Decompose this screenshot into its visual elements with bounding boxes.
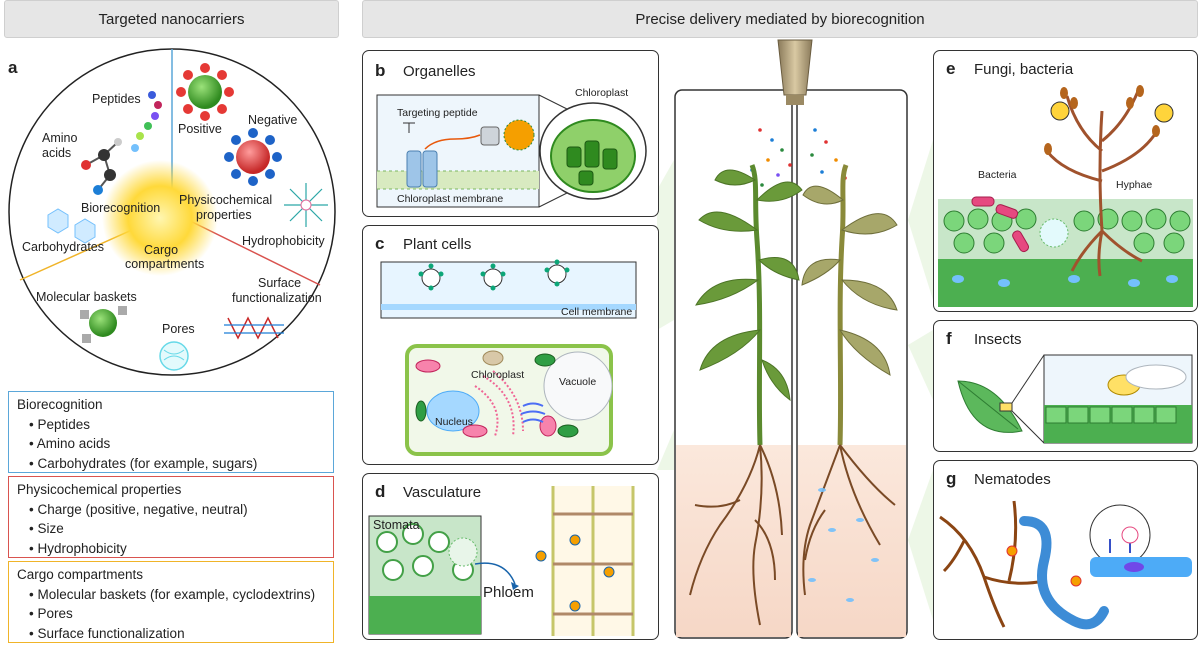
panel-e-fungi-bacteria: e Fungi, bacteria Bacteria Hyphae bbox=[933, 50, 1198, 312]
label-chloroplast-b: Chloroplast bbox=[575, 87, 629, 99]
label-molecular-baskets: Molecular baskets bbox=[36, 290, 137, 304]
label-chloroplast-membrane: Chloroplast membrane bbox=[397, 193, 504, 205]
panel-g-graphics bbox=[939, 500, 1192, 630]
panel-d-title: Vasculature bbox=[403, 484, 482, 501]
label-chloroplast-c: Chloroplast bbox=[471, 369, 525, 381]
header-targeted-nanocarriers: Targeted nanocarriers bbox=[4, 0, 339, 38]
legend-phys-item: • Charge (positive, negative, neutral) bbox=[29, 501, 248, 517]
label-nucleus: Nucleus bbox=[435, 416, 473, 428]
label-positive: Positive bbox=[178, 122, 222, 136]
label-acids: acids bbox=[42, 146, 72, 160]
header-precise-delivery: Precise delivery mediated by biorecognit… bbox=[362, 0, 1198, 38]
legend-bio-item: • Amino acids bbox=[29, 436, 111, 451]
panel-a-label: a bbox=[8, 58, 18, 77]
panel-d-label: d bbox=[375, 482, 386, 501]
panel-c-graphics bbox=[380, 259, 637, 456]
label-functionalization: functionalization bbox=[232, 291, 322, 305]
legend-physicochemical: Physicochemical properties • Charge (pos… bbox=[8, 476, 334, 558]
label-peptides: Peptides bbox=[92, 92, 141, 106]
label-biorecognition: Biorecognition bbox=[81, 201, 161, 215]
label-vacuole: Vacuole bbox=[559, 376, 597, 388]
label-phloem: Phloem bbox=[483, 584, 534, 601]
panel-g-label: g bbox=[946, 469, 957, 488]
legend-cargo-item: • Pores bbox=[29, 606, 73, 621]
panel-e-label: e bbox=[946, 59, 956, 78]
label-carbohydrates: Carbohydrates bbox=[22, 240, 104, 254]
legend-bio-item: • Carbohydrates (for example, sugars) bbox=[29, 455, 258, 471]
panel-e-title: Fungi, bacteria bbox=[974, 61, 1074, 78]
legend-bio-title: Biorecognition bbox=[17, 397, 103, 412]
panel-g-nematodes: g Nematodes bbox=[933, 460, 1198, 640]
panel-c-plant-cells: c Plant cells Cell membrane Chloroplast … bbox=[362, 225, 659, 465]
label-properties: properties bbox=[196, 208, 252, 222]
legend-cargo-title: Cargo compartments bbox=[17, 567, 144, 582]
legend-biorecognition: Biorecognition • Peptides • Amino acids … bbox=[8, 391, 334, 473]
panel-f-graphics bbox=[957, 354, 1193, 444]
panel-b-label: b bbox=[375, 61, 386, 80]
label-hyphae: Hyphae bbox=[1116, 179, 1153, 191]
legend-phys-item: • Size bbox=[29, 521, 64, 536]
label-pores: Pores bbox=[162, 322, 195, 336]
label-hydrophobicity: Hydrophobicity bbox=[242, 234, 325, 248]
panel-c-title: Plant cells bbox=[403, 236, 472, 253]
panel-e-graphics bbox=[938, 85, 1193, 307]
legend-cargo-item: • Molecular baskets (for example, cyclod… bbox=[29, 586, 316, 602]
legend-phys-title: Physicochemical properties bbox=[17, 482, 182, 497]
panel-a: a Peptides Amino acids Positive Negative… bbox=[0, 40, 345, 390]
label-targeting-peptide: Targeting peptide bbox=[397, 107, 478, 119]
panel-f-title: Insects bbox=[974, 331, 1022, 348]
panel-b-organelles: b Organelles Targeting peptide Chloropla… bbox=[362, 50, 659, 217]
legend-phys-item: • Hydrophobicity bbox=[29, 540, 127, 556]
label-amino: Amino bbox=[42, 131, 78, 145]
legend-bio-item: • Peptides bbox=[29, 416, 91, 432]
label-negative: Negative bbox=[248, 113, 298, 127]
panel-b-graphics bbox=[376, 94, 647, 208]
panel-d-graphics bbox=[368, 486, 635, 636]
label-cargo: Cargo bbox=[144, 243, 179, 257]
panel-f-insects: f Insects bbox=[933, 320, 1198, 452]
panel-d-vasculature: d Vasculature Stomata Phloem bbox=[362, 473, 659, 640]
label-compartments: compartments bbox=[125, 257, 205, 271]
legend-cargo: Cargo compartments • Molecular baskets (… bbox=[8, 561, 334, 643]
label-bacteria: Bacteria bbox=[978, 169, 1017, 181]
label-stomata: Stomata bbox=[373, 518, 420, 532]
label-physicochemical: Physicochemical bbox=[179, 193, 273, 207]
label-cell-membrane: Cell membrane bbox=[561, 306, 633, 318]
panel-b-title: Organelles bbox=[403, 63, 476, 80]
panel-f-label: f bbox=[946, 329, 952, 348]
panel-c-label: c bbox=[375, 234, 385, 253]
panel-a-graphics bbox=[8, 48, 336, 376]
label-surface: Surface bbox=[258, 276, 302, 290]
panel-g-title: Nematodes bbox=[974, 471, 1051, 488]
legend-cargo-item: • Surface functionalization bbox=[29, 625, 185, 641]
